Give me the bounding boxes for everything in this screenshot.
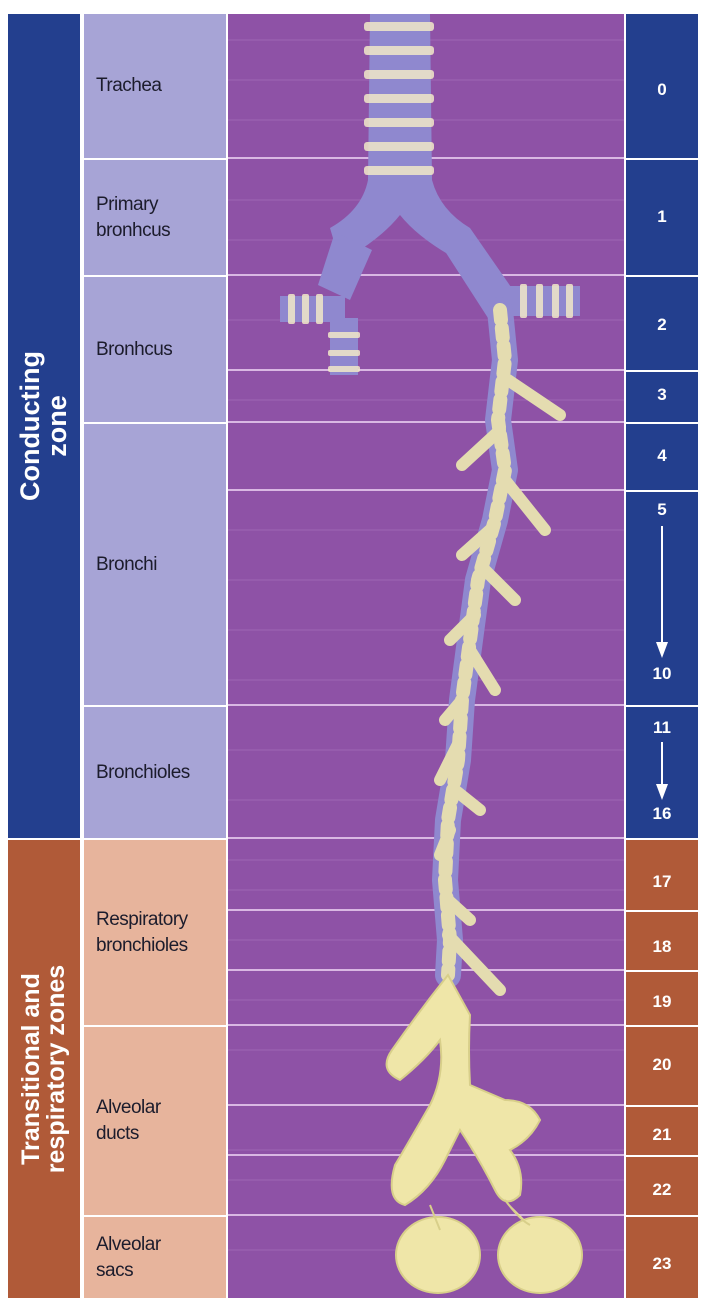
structure-label: sacs xyxy=(96,1258,161,1284)
structure-separator xyxy=(84,705,226,707)
structure-separator xyxy=(84,275,226,277)
zone-label-line: Conducting xyxy=(17,351,44,501)
structure-separator xyxy=(84,422,226,424)
generation-separator xyxy=(626,910,698,912)
generation-separator xyxy=(626,422,698,424)
conducting-zone-band: Conducting zone xyxy=(8,14,80,838)
generation-number: 20 xyxy=(626,1055,698,1075)
structure-bronchus: Bronhcus xyxy=(84,277,226,422)
structure-bronchioles: Bronchioles xyxy=(84,707,226,838)
generation-number: 18 xyxy=(626,937,698,957)
generation-separator xyxy=(626,490,698,492)
structure-label: Trachea xyxy=(96,73,162,99)
structure-separator xyxy=(84,1215,226,1217)
generation-separator xyxy=(626,1215,698,1217)
structure-primary-bronchus: Primary bronhcus xyxy=(84,160,226,275)
conducting-zone-label: Conducting zone xyxy=(17,351,71,501)
structure-label: Bronhcus xyxy=(96,337,172,363)
generation-separator xyxy=(626,275,698,277)
structure-separator xyxy=(84,158,226,160)
structure-label: bronhcus xyxy=(96,218,170,244)
generation-separator xyxy=(626,705,698,707)
structure-respiratory-bronchioles: Respiratory bronchioles xyxy=(84,840,226,1025)
generation-separator xyxy=(626,1105,698,1107)
structure-label: Bronchioles xyxy=(96,760,190,786)
generation-separator xyxy=(626,370,698,372)
generation-separator xyxy=(626,1025,698,1027)
structure-label: Bronchi xyxy=(96,552,157,578)
structure-label: Alveolar xyxy=(96,1095,161,1121)
generation-number: 19 xyxy=(626,992,698,1012)
generation-separator xyxy=(626,1155,698,1157)
zone-label-line: Transitional and xyxy=(19,965,44,1173)
generation-number: 21 xyxy=(626,1125,698,1145)
generation-separator xyxy=(626,970,698,972)
structure-trachea: Trachea xyxy=(84,14,226,158)
structure-alveolar-sacs: Alveolar sacs xyxy=(84,1217,226,1298)
structure-label: bronchioles xyxy=(96,933,188,959)
generation-number: 11 xyxy=(626,718,698,738)
zone-label-line: respiratory zones xyxy=(44,965,69,1173)
structure-bronchi: Bronchi xyxy=(84,424,226,705)
generation-number: 1 xyxy=(626,207,698,227)
generation-separator xyxy=(626,838,698,840)
zone-label-line: zone xyxy=(44,351,71,501)
generation-number: 23 xyxy=(626,1254,698,1274)
generation-number: 5 xyxy=(626,500,698,520)
structure-label: Respiratory xyxy=(96,907,188,933)
respiratory-zone-label: Transitional and respiratory zones xyxy=(19,965,69,1173)
structure-label: Alveolar xyxy=(96,1232,161,1258)
generation-number: 0 xyxy=(626,80,698,100)
respiratory-zone-band: Transitional and respiratory zones xyxy=(8,840,80,1298)
generation-number: 3 xyxy=(626,385,698,405)
generation-arrow-5-10 xyxy=(654,522,670,662)
generation-separator xyxy=(626,158,698,160)
generation-column-conducting xyxy=(626,14,698,838)
generation-number: 22 xyxy=(626,1180,698,1200)
structure-alveolar-ducts: Alveolar ducts xyxy=(84,1027,226,1215)
generation-number: 4 xyxy=(626,446,698,466)
generation-number: 10 xyxy=(626,664,698,684)
airway-tree-illustration xyxy=(228,14,624,1298)
generation-number: 16 xyxy=(626,804,698,824)
generation-number: 17 xyxy=(626,872,698,892)
generation-arrow-11-16 xyxy=(654,740,670,802)
structure-label: ducts xyxy=(96,1121,161,1147)
structure-separator xyxy=(84,1025,226,1027)
structure-label: Primary xyxy=(96,192,170,218)
generation-number: 2 xyxy=(626,315,698,335)
